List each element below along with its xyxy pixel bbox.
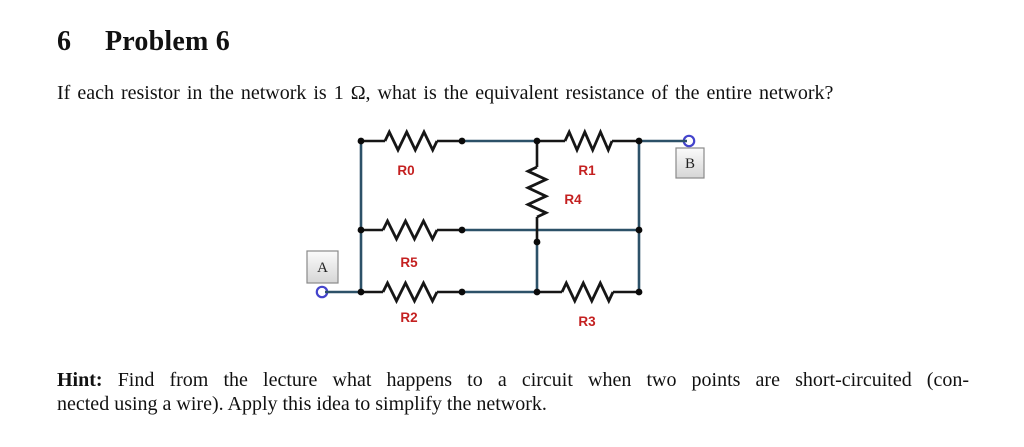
terminal-b-labelbox: B [675, 147, 705, 179]
junction-dot [357, 226, 365, 234]
wires [325, 139, 687, 294]
resistor-r2: R2 [361, 279, 462, 325]
resistor-r4-label: R4 [564, 192, 582, 207]
resistor-r2-label: R2 [400, 310, 417, 325]
section-number: 6 [57, 26, 72, 57]
junction-dots [357, 137, 643, 296]
section-heading: 6 Problem 6 [57, 26, 230, 58]
question-text: If each resistor in the network is 1 Ω, … [57, 82, 834, 104]
resistor-r3-symbol [560, 279, 615, 305]
resistor-r3-label: R3 [578, 314, 596, 329]
circuit-diagram: R0 R1 R4 R5 [295, 118, 725, 346]
resistor-r5-label: R5 [400, 255, 418, 270]
terminal-b-label: B [685, 156, 695, 172]
junction-dot [458, 226, 466, 234]
resistor-r1-symbol [563, 128, 614, 154]
hint-label: Hint: [57, 369, 103, 391]
terminal-a-labelbox: A [306, 250, 339, 284]
resistor-r0-symbol [383, 128, 439, 154]
resistor-r5: R5 [361, 217, 462, 270]
junction-dot [635, 288, 643, 296]
resistor-r1-label: R1 [578, 163, 596, 178]
resistor-r1: R1 [537, 128, 639, 178]
hint-paragraph: Hint: Find from the lecture what happens… [57, 369, 969, 416]
junction-dot [357, 288, 365, 296]
junction-dot [635, 226, 643, 234]
terminal-a-box [306, 250, 339, 284]
junction-dot [533, 288, 541, 296]
terminal-b-box [675, 147, 705, 179]
resistor-r5-symbol [381, 217, 439, 243]
section-title: Problem 6 [105, 26, 230, 57]
hint-line-2: nected using a wire). Apply this idea to… [57, 392, 547, 415]
resistor-r3: R3 [537, 279, 639, 329]
junction-dot [635, 137, 643, 145]
hint-line-1: Hint: Find from the lecture what happens… [57, 369, 969, 393]
resistor-r0: R0 [361, 128, 462, 178]
hint-line1-text: Find from the lecture what happens to a … [117, 369, 970, 391]
junction-dot [458, 288, 466, 296]
junction-dot [533, 137, 541, 145]
circuit-svg: R0 R1 R4 R5 [306, 128, 705, 329]
junction-dot [458, 137, 466, 145]
resistor-r2-symbol [381, 279, 439, 305]
resistor-r4: R4 [524, 141, 582, 242]
junction-dot [533, 238, 541, 246]
terminal-a-label: A [317, 260, 328, 276]
resistor-r0-label: R0 [397, 163, 414, 178]
resistor-r4-symbol [524, 165, 550, 219]
junction-dot [357, 137, 365, 145]
